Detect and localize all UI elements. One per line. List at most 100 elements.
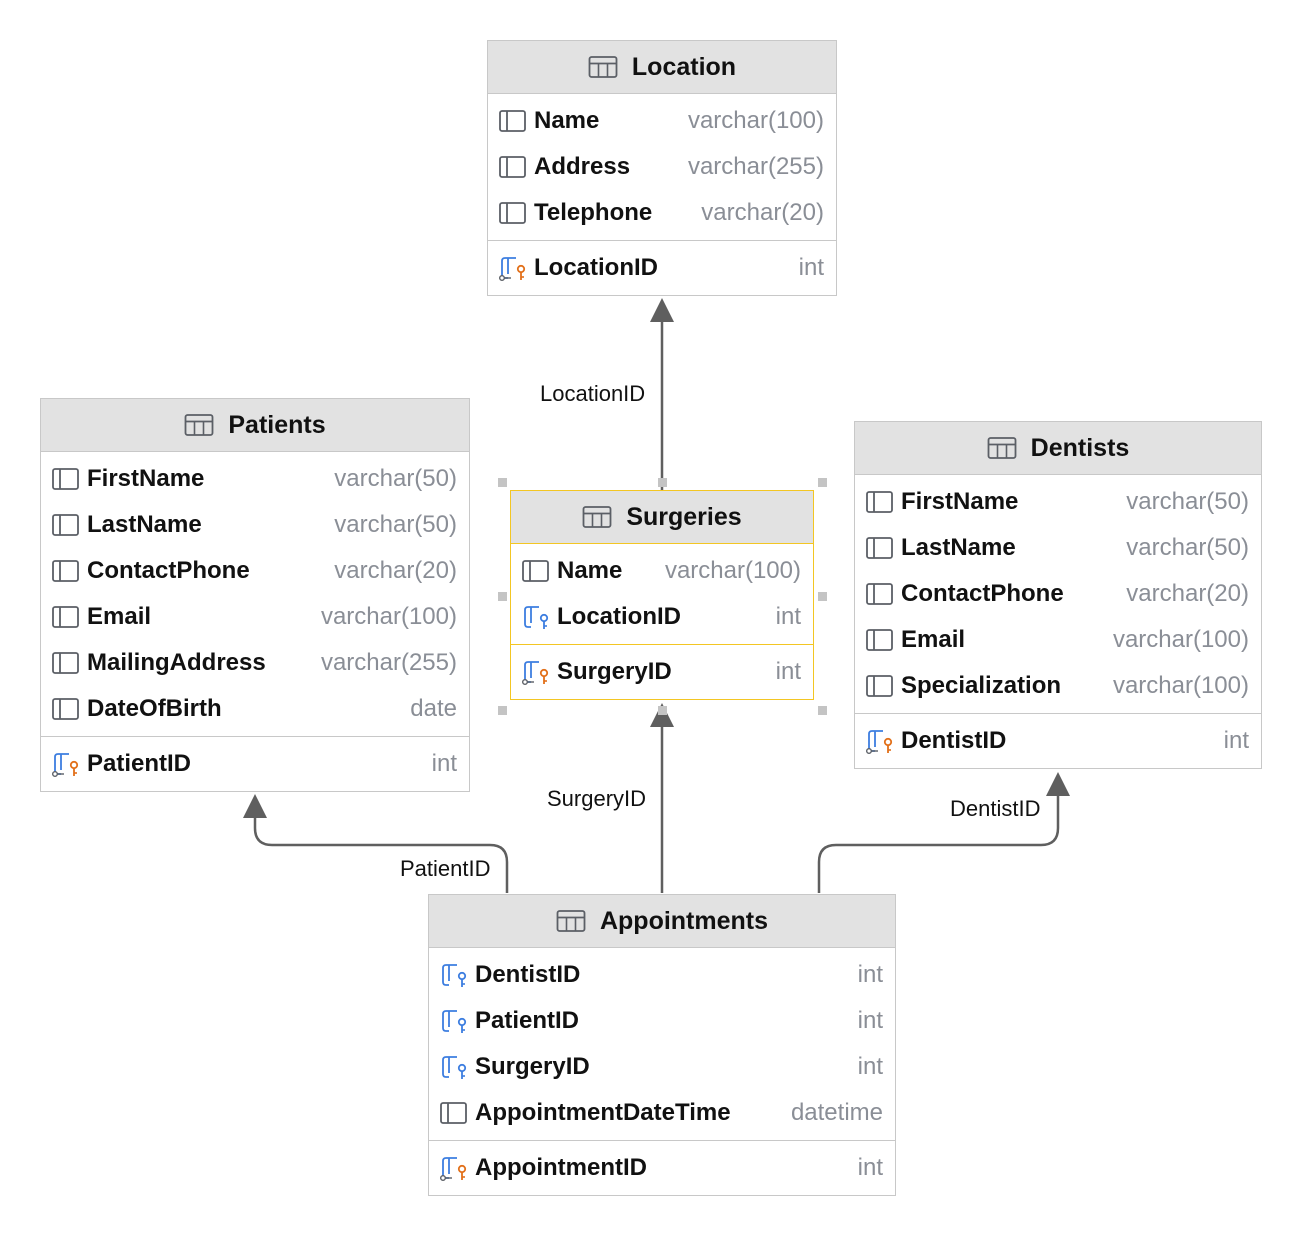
column-type: int bbox=[1223, 727, 1249, 754]
column-icon bbox=[866, 583, 893, 605]
column-row[interactable]: Address varchar(255) bbox=[488, 144, 836, 190]
column-row[interactable]: Specialization varchar(100) bbox=[855, 663, 1261, 709]
column-name: Name bbox=[534, 107, 600, 134]
table-header[interactable]: Surgeries bbox=[511, 491, 813, 544]
selection-handle[interactable] bbox=[498, 706, 507, 715]
selection-handle[interactable] bbox=[658, 478, 667, 487]
column-icon bbox=[866, 537, 893, 559]
column-icon bbox=[52, 560, 79, 582]
column-name: SurgeryID bbox=[557, 658, 672, 685]
column-row[interactable]: Email varchar(100) bbox=[855, 617, 1261, 663]
column-icon bbox=[499, 110, 526, 132]
table-icon bbox=[588, 56, 618, 78]
table-title: Dentists bbox=[1030, 433, 1130, 462]
column-row[interactable]: MailingAddress varchar(255) bbox=[41, 640, 469, 686]
relation-line-dentistid bbox=[817, 793, 1060, 893]
column-row[interactable]: Name varchar(100) bbox=[511, 548, 813, 594]
foreign-key-icon bbox=[524, 606, 549, 629]
relation-arrow-location bbox=[650, 298, 674, 322]
selection-handle[interactable] bbox=[818, 706, 827, 715]
foreign-key-row[interactable]: LocationID int bbox=[511, 594, 813, 640]
column-row[interactable]: ContactPhone varchar(20) bbox=[41, 548, 469, 594]
selection-handle[interactable] bbox=[498, 592, 507, 601]
column-row[interactable]: AppointmentDateTime datetime bbox=[429, 1090, 895, 1136]
table-icon bbox=[987, 437, 1017, 459]
foreign-key-row[interactable]: SurgeryID int bbox=[429, 1044, 895, 1090]
table-header[interactable]: Location bbox=[488, 41, 836, 94]
table-title: Location bbox=[631, 52, 737, 81]
column-name: PatientID bbox=[475, 1007, 580, 1034]
primary-key-icon bbox=[52, 753, 79, 777]
table-location[interactable]: Location Name varchar(100) Address varch… bbox=[487, 40, 837, 296]
column-type: varchar(255) bbox=[320, 649, 457, 676]
column-name: Name bbox=[557, 557, 623, 584]
column-name: DentistID bbox=[475, 961, 581, 988]
column-type: date bbox=[410, 695, 457, 722]
column-type: varchar(50) bbox=[1126, 534, 1249, 561]
column-row[interactable]: LastName varchar(50) bbox=[41, 502, 469, 548]
column-row[interactable]: ContactPhone varchar(20) bbox=[855, 571, 1261, 617]
column-icon bbox=[440, 1102, 467, 1124]
foreign-key-icon bbox=[442, 1010, 467, 1033]
column-icon bbox=[866, 629, 893, 651]
primary-key-icon bbox=[522, 661, 549, 685]
column-icon bbox=[522, 560, 549, 582]
table-header[interactable]: Patients bbox=[41, 399, 469, 452]
table-appointments[interactable]: Appointments DentistID int PatientID int… bbox=[428, 894, 896, 1196]
column-type: varchar(50) bbox=[1126, 488, 1249, 515]
column-row[interactable]: Name varchar(100) bbox=[488, 98, 836, 144]
column-icon bbox=[52, 652, 79, 674]
column-row[interactable]: FirstName varchar(50) bbox=[855, 479, 1261, 525]
column-icon bbox=[52, 698, 79, 720]
table-icon bbox=[184, 414, 214, 436]
column-name: ContactPhone bbox=[901, 580, 1064, 607]
table-surgeries[interactable]: Surgeries Name varchar(100) LocationID i… bbox=[510, 490, 814, 700]
primary-key-icon bbox=[866, 730, 893, 754]
column-type: varchar(50) bbox=[334, 465, 457, 492]
relation-arrow-patients bbox=[243, 794, 267, 818]
primary-key-row[interactable]: SurgeryID int bbox=[511, 649, 813, 695]
column-type: varchar(20) bbox=[1126, 580, 1249, 607]
foreign-key-row[interactable]: DentistID int bbox=[429, 952, 895, 998]
column-row[interactable]: FirstName varchar(50) bbox=[41, 456, 469, 502]
column-type: int bbox=[798, 254, 824, 281]
relation-label-locationid: LocationID bbox=[540, 381, 646, 406]
relation-arrow-dentists bbox=[1046, 772, 1070, 796]
column-type: varchar(20) bbox=[334, 557, 457, 584]
column-row[interactable]: Telephone varchar(20) bbox=[488, 190, 836, 236]
selection-handle[interactable] bbox=[818, 592, 827, 601]
primary-key-row[interactable]: PatientID int bbox=[41, 741, 469, 787]
column-name: AppointmentID bbox=[475, 1154, 647, 1181]
column-type: int bbox=[775, 603, 801, 630]
column-name: FirstName bbox=[901, 488, 1019, 515]
column-row[interactable]: LastName varchar(50) bbox=[855, 525, 1261, 571]
column-name: DateOfBirth bbox=[87, 695, 222, 722]
selection-handle[interactable] bbox=[658, 706, 667, 715]
column-name: MailingAddress bbox=[87, 649, 266, 676]
table-header[interactable]: Appointments bbox=[429, 895, 895, 948]
column-name: Email bbox=[901, 626, 966, 653]
primary-key-row[interactable]: LocationID int bbox=[488, 245, 836, 291]
column-name: LastName bbox=[87, 511, 202, 538]
relation-label-surgeryid: SurgeryID bbox=[547, 786, 647, 811]
column-row[interactable]: DateOfBirth date bbox=[41, 686, 469, 732]
primary-key-row[interactable]: AppointmentID int bbox=[429, 1145, 895, 1191]
table-dentists[interactable]: Dentists FirstName varchar(50) LastName … bbox=[854, 421, 1262, 769]
selection-handle[interactable] bbox=[818, 478, 827, 487]
table-patients[interactable]: Patients FirstName varchar(50) LastName … bbox=[40, 398, 470, 792]
column-name: LocationID bbox=[557, 603, 681, 630]
foreign-key-row[interactable]: PatientID int bbox=[429, 998, 895, 1044]
column-type: int bbox=[857, 1007, 883, 1034]
table-header[interactable]: Dentists bbox=[855, 422, 1261, 475]
column-row[interactable]: Email varchar(100) bbox=[41, 594, 469, 640]
column-name: Email bbox=[87, 603, 152, 630]
column-icon bbox=[52, 468, 79, 490]
table-title: Appointments bbox=[599, 906, 769, 935]
column-name: ContactPhone bbox=[87, 557, 250, 584]
primary-key-row[interactable]: DentistID int bbox=[855, 718, 1261, 764]
selection-handle[interactable] bbox=[498, 478, 507, 487]
primary-key-icon bbox=[440, 1157, 467, 1181]
column-type: varchar(255) bbox=[687, 153, 824, 180]
column-type: datetime bbox=[790, 1099, 883, 1126]
